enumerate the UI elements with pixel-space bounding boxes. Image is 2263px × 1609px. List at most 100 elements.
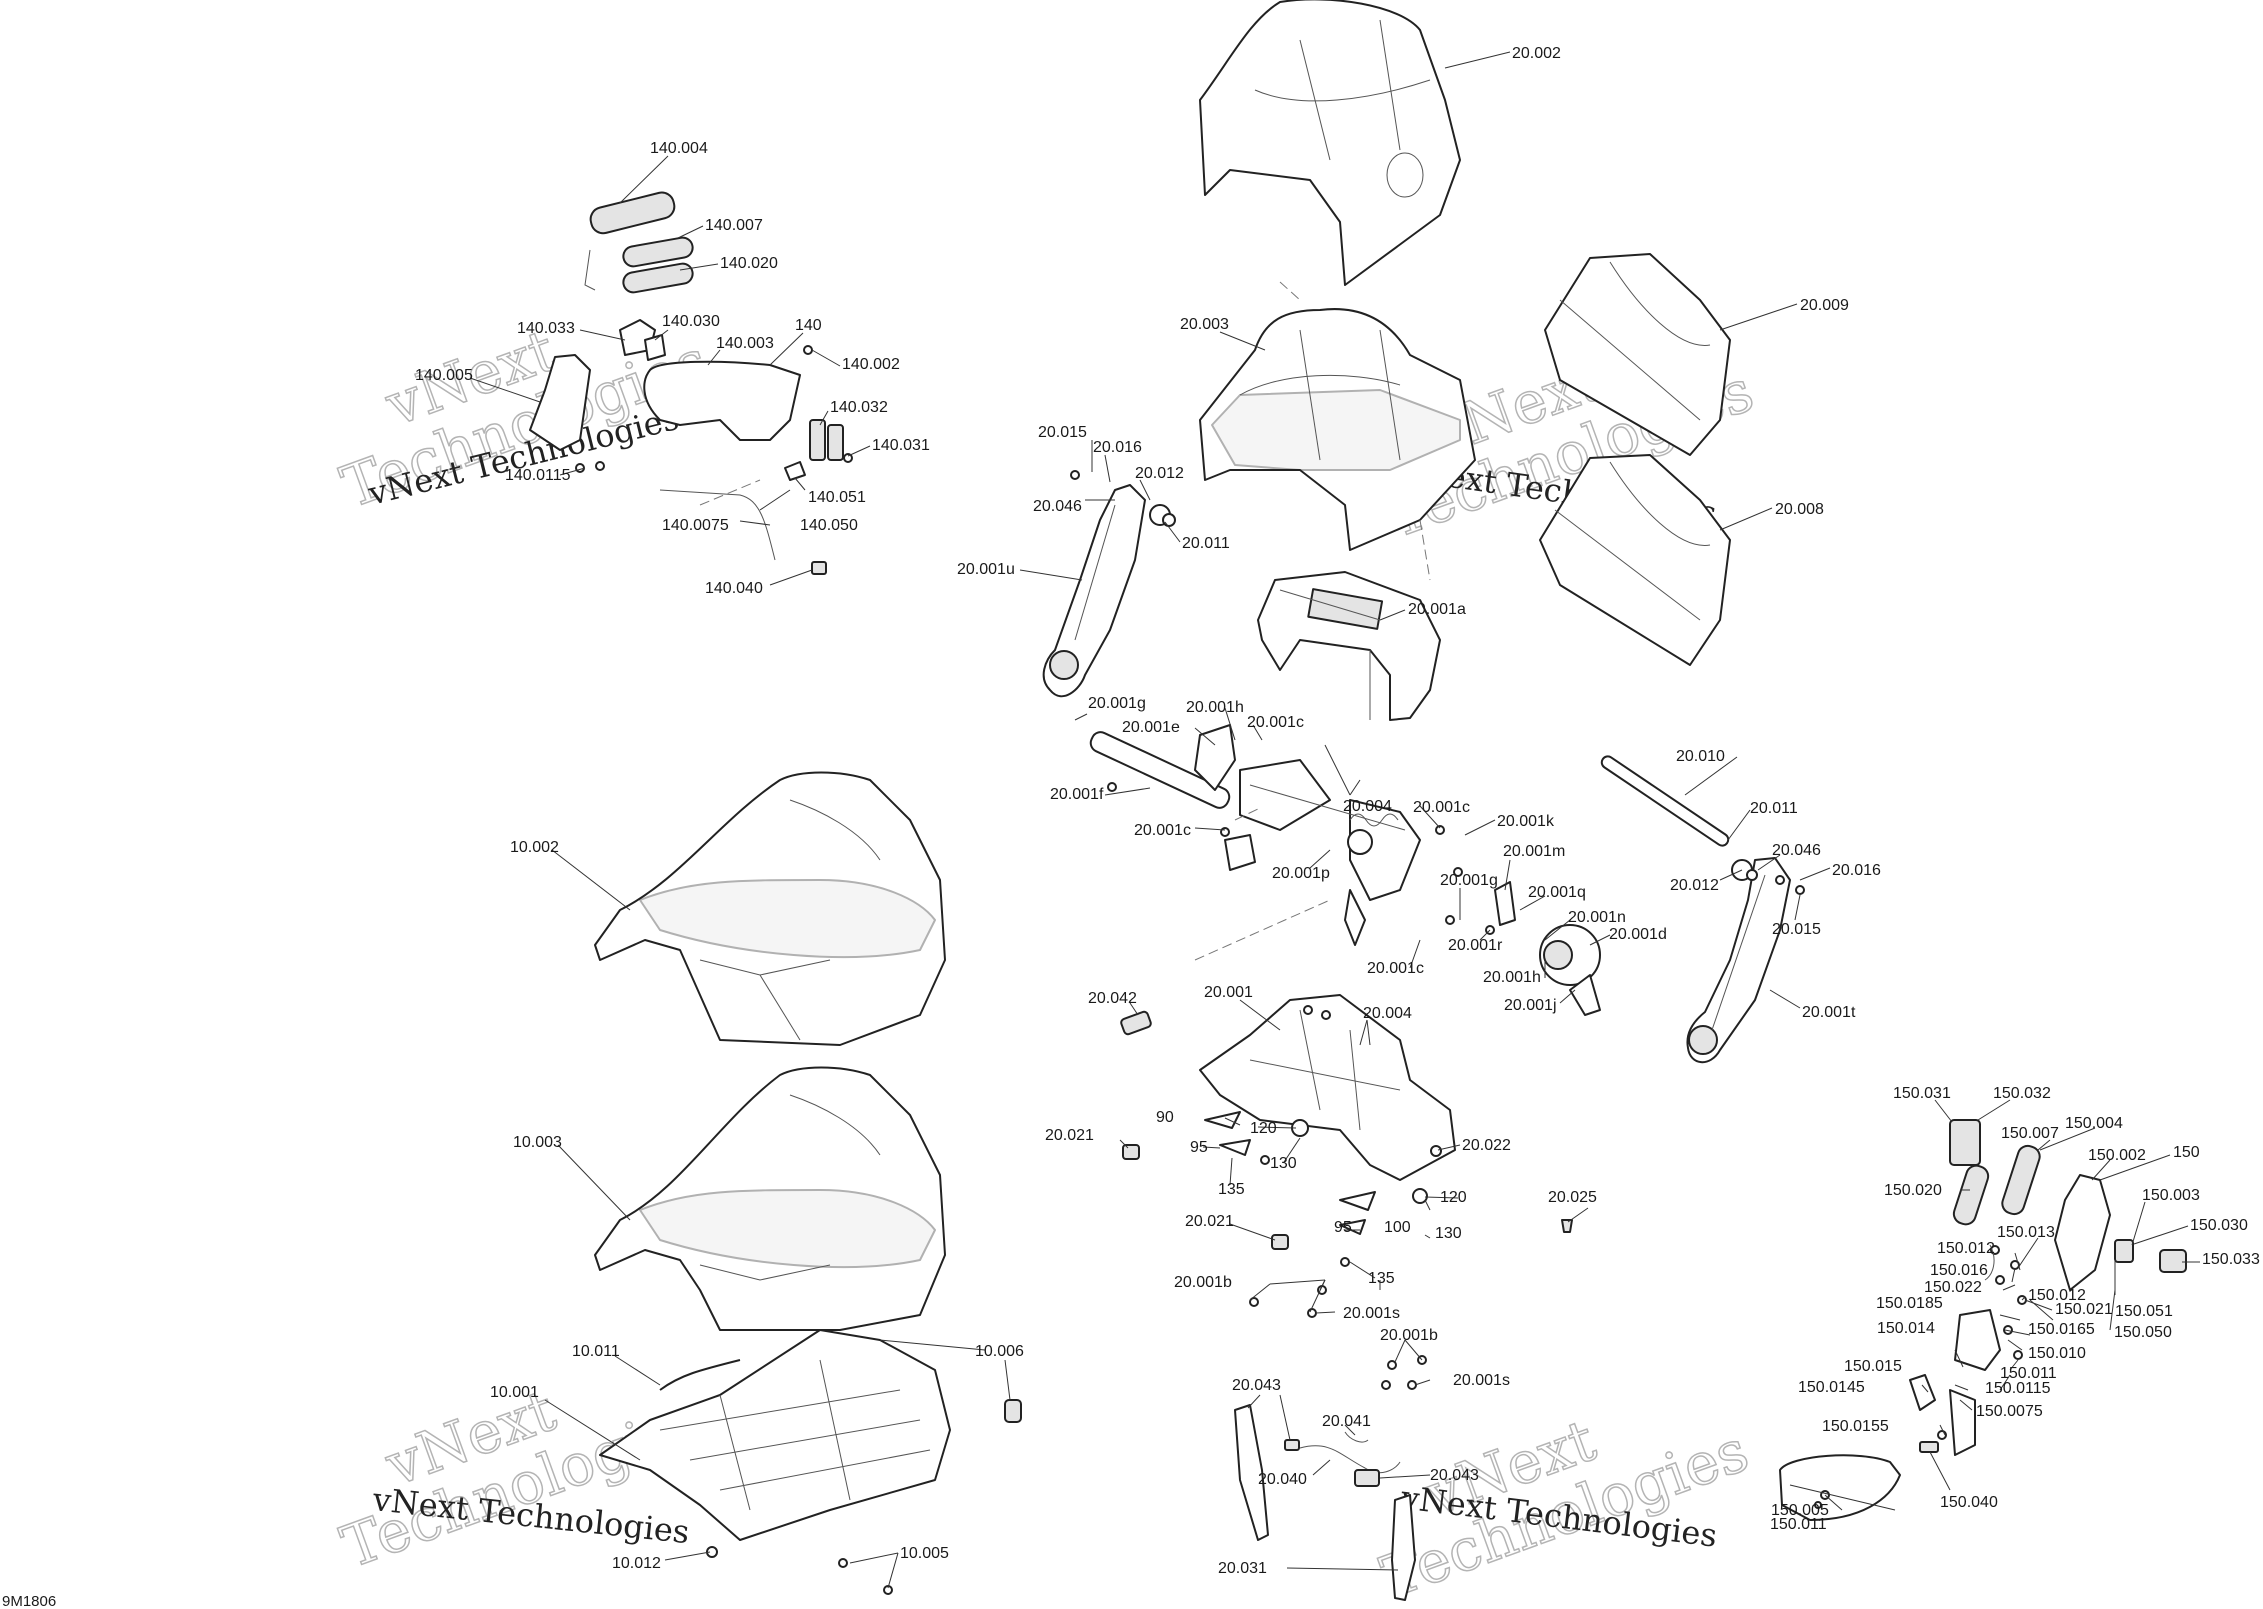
callout-label: 150.050	[2114, 1324, 2172, 1341]
callout-label: 90	[1156, 1109, 1174, 1126]
callout-label: 150.021	[2055, 1301, 2113, 1318]
handle-assembly-150	[1779, 1119, 2187, 1521]
callout-label: 150.016	[1930, 1262, 1988, 1279]
callout-label: 150.032	[1993, 1085, 2051, 1102]
callout-label: 150.0165	[2028, 1321, 2095, 1338]
callout-label: 150.0075	[1976, 1403, 2043, 1420]
drawing-ref-code: 9M1806	[2, 1593, 56, 1609]
callout-label: 20.002	[1512, 45, 1561, 62]
callout-label: 20.001b	[1380, 1327, 1438, 1344]
callout-label: 20.011	[1182, 535, 1230, 552]
callout-label: 95	[1190, 1139, 1208, 1156]
clip-10006	[1004, 1399, 1022, 1423]
seat-frame-upper-20001a	[1257, 571, 1441, 721]
callout-label: 150.010	[2028, 1345, 2086, 1362]
callout-label: 20.001r	[1448, 937, 1503, 954]
callout-label: 140.051	[808, 489, 866, 506]
callout-label: 20.009	[1800, 297, 1849, 314]
callout-label: 20.001b	[1174, 1274, 1232, 1291]
callout-label: 20.001	[1204, 984, 1253, 1001]
callout-label: 10.012	[612, 1555, 661, 1572]
callout-label: 150.0155	[1822, 1418, 1889, 1435]
callout-label: 140.040	[705, 580, 763, 597]
hardware	[706, 470, 1805, 1595]
backrest-cover-20009	[1544, 253, 1731, 456]
callout-label: 20.001d	[1609, 926, 1667, 943]
callout-label: 20.001h	[1186, 699, 1244, 716]
callout-label: 20.001s	[1453, 1372, 1510, 1389]
callout-label: 95	[1334, 1219, 1352, 1236]
callout-label: 10.002	[510, 839, 559, 856]
callout-label: 10.005	[900, 1545, 949, 1562]
backrest-foam-20008	[1539, 454, 1731, 666]
callout-label: 10.011	[572, 1343, 620, 1360]
callout-label: 10.006	[975, 1343, 1024, 1360]
callout-label: 140.033	[517, 320, 575, 337]
callout-label: 20.046	[1772, 842, 1821, 859]
callout-label: 20.001a	[1408, 601, 1466, 618]
callout-label: 130	[1435, 1225, 1462, 1242]
rod-20010	[1600, 755, 1730, 847]
callout-label: 150.0115	[1985, 1380, 2051, 1397]
callout-label: 150.012	[1937, 1240, 1995, 1257]
callout-label: 140.032	[830, 399, 888, 416]
callout-label: 150.011	[2000, 1365, 2057, 1382]
callout-labels: 140.004 140.007 140.020 140.033 140.030 …	[2, 45, 2260, 1609]
callout-label: 150.033	[2202, 1251, 2260, 1268]
backrest-arm-right-20001t	[1686, 857, 1791, 1064]
callout-label: 20.001u	[957, 561, 1015, 578]
callout-label: 20.001q	[1528, 884, 1586, 901]
callout-label: 150.005	[1771, 1502, 1829, 1519]
callout-label: 20.046	[1033, 498, 1082, 515]
seat-base-10001	[599, 1329, 951, 1541]
callout-label: 150	[2173, 1144, 2200, 1161]
assembly-lines	[699, 281, 1431, 961]
callout-label: 150.031	[1893, 1085, 1951, 1102]
callout-label: 150.022	[1924, 1279, 1982, 1296]
callout-label: 140.050	[800, 517, 858, 534]
leader-lines	[469, 51, 2200, 1589]
callout-label: 120	[1250, 1120, 1277, 1137]
callout-label: 140.031	[872, 437, 930, 454]
callout-label: 20.004	[1363, 1005, 1412, 1022]
callout-label: 20.004	[1343, 798, 1392, 815]
callout-label: 20.015	[1772, 921, 1821, 938]
callout-label: 20.010	[1676, 748, 1725, 765]
callout-label: 140.0115	[505, 467, 571, 484]
callout-label: 20.001s	[1343, 1305, 1400, 1322]
latch-plate-20001d	[1494, 881, 1601, 1016]
seat-cover-20002	[1199, 0, 1461, 286]
callout-label: 120	[1440, 1189, 1467, 1206]
callout-label: 20.003	[1180, 316, 1229, 333]
callout-label: 20.001e	[1122, 719, 1180, 736]
latch-bracket-assembly	[1194, 724, 1421, 946]
callout-label: 20.031	[1218, 1560, 1267, 1577]
callout-label: 150.004	[2065, 1115, 2123, 1132]
callout-label: 135	[1218, 1181, 1245, 1198]
callout-label: 20.021	[1045, 1127, 1094, 1144]
callout-label: 150.030	[2190, 1217, 2248, 1234]
callout-label: 140.007	[705, 217, 763, 234]
callout-label: 20.001t	[1802, 1004, 1856, 1021]
handle-assembly-140	[529, 191, 853, 575]
callout-label: 20.001p	[1272, 865, 1330, 882]
callout-label: 10.001	[490, 1384, 539, 1401]
callout-label: 150.011	[1770, 1516, 1827, 1533]
callout-label: 140.030	[662, 313, 720, 330]
callout-label: 20.001h	[1483, 969, 1541, 986]
callout-label: 20.001k	[1497, 813, 1555, 830]
callout-label: 20.043	[1232, 1377, 1281, 1394]
callout-label: 20.040	[1258, 1471, 1307, 1488]
callout-label: 140.0075	[662, 517, 729, 534]
callout-label: 20.001c	[1367, 960, 1424, 977]
callout-label: 20.041	[1322, 1413, 1371, 1430]
callout-label: 150.007	[2001, 1125, 2059, 1142]
callout-label: 140.005	[415, 367, 473, 384]
callout-label: 20.016	[1832, 862, 1881, 879]
rod-20001f	[1089, 731, 1231, 809]
callout-label: 140.004	[650, 140, 708, 157]
callout-label: 150.002	[2088, 1147, 2146, 1164]
hose-10011	[659, 1359, 741, 1391]
callout-label: 20.042	[1088, 990, 1137, 1007]
